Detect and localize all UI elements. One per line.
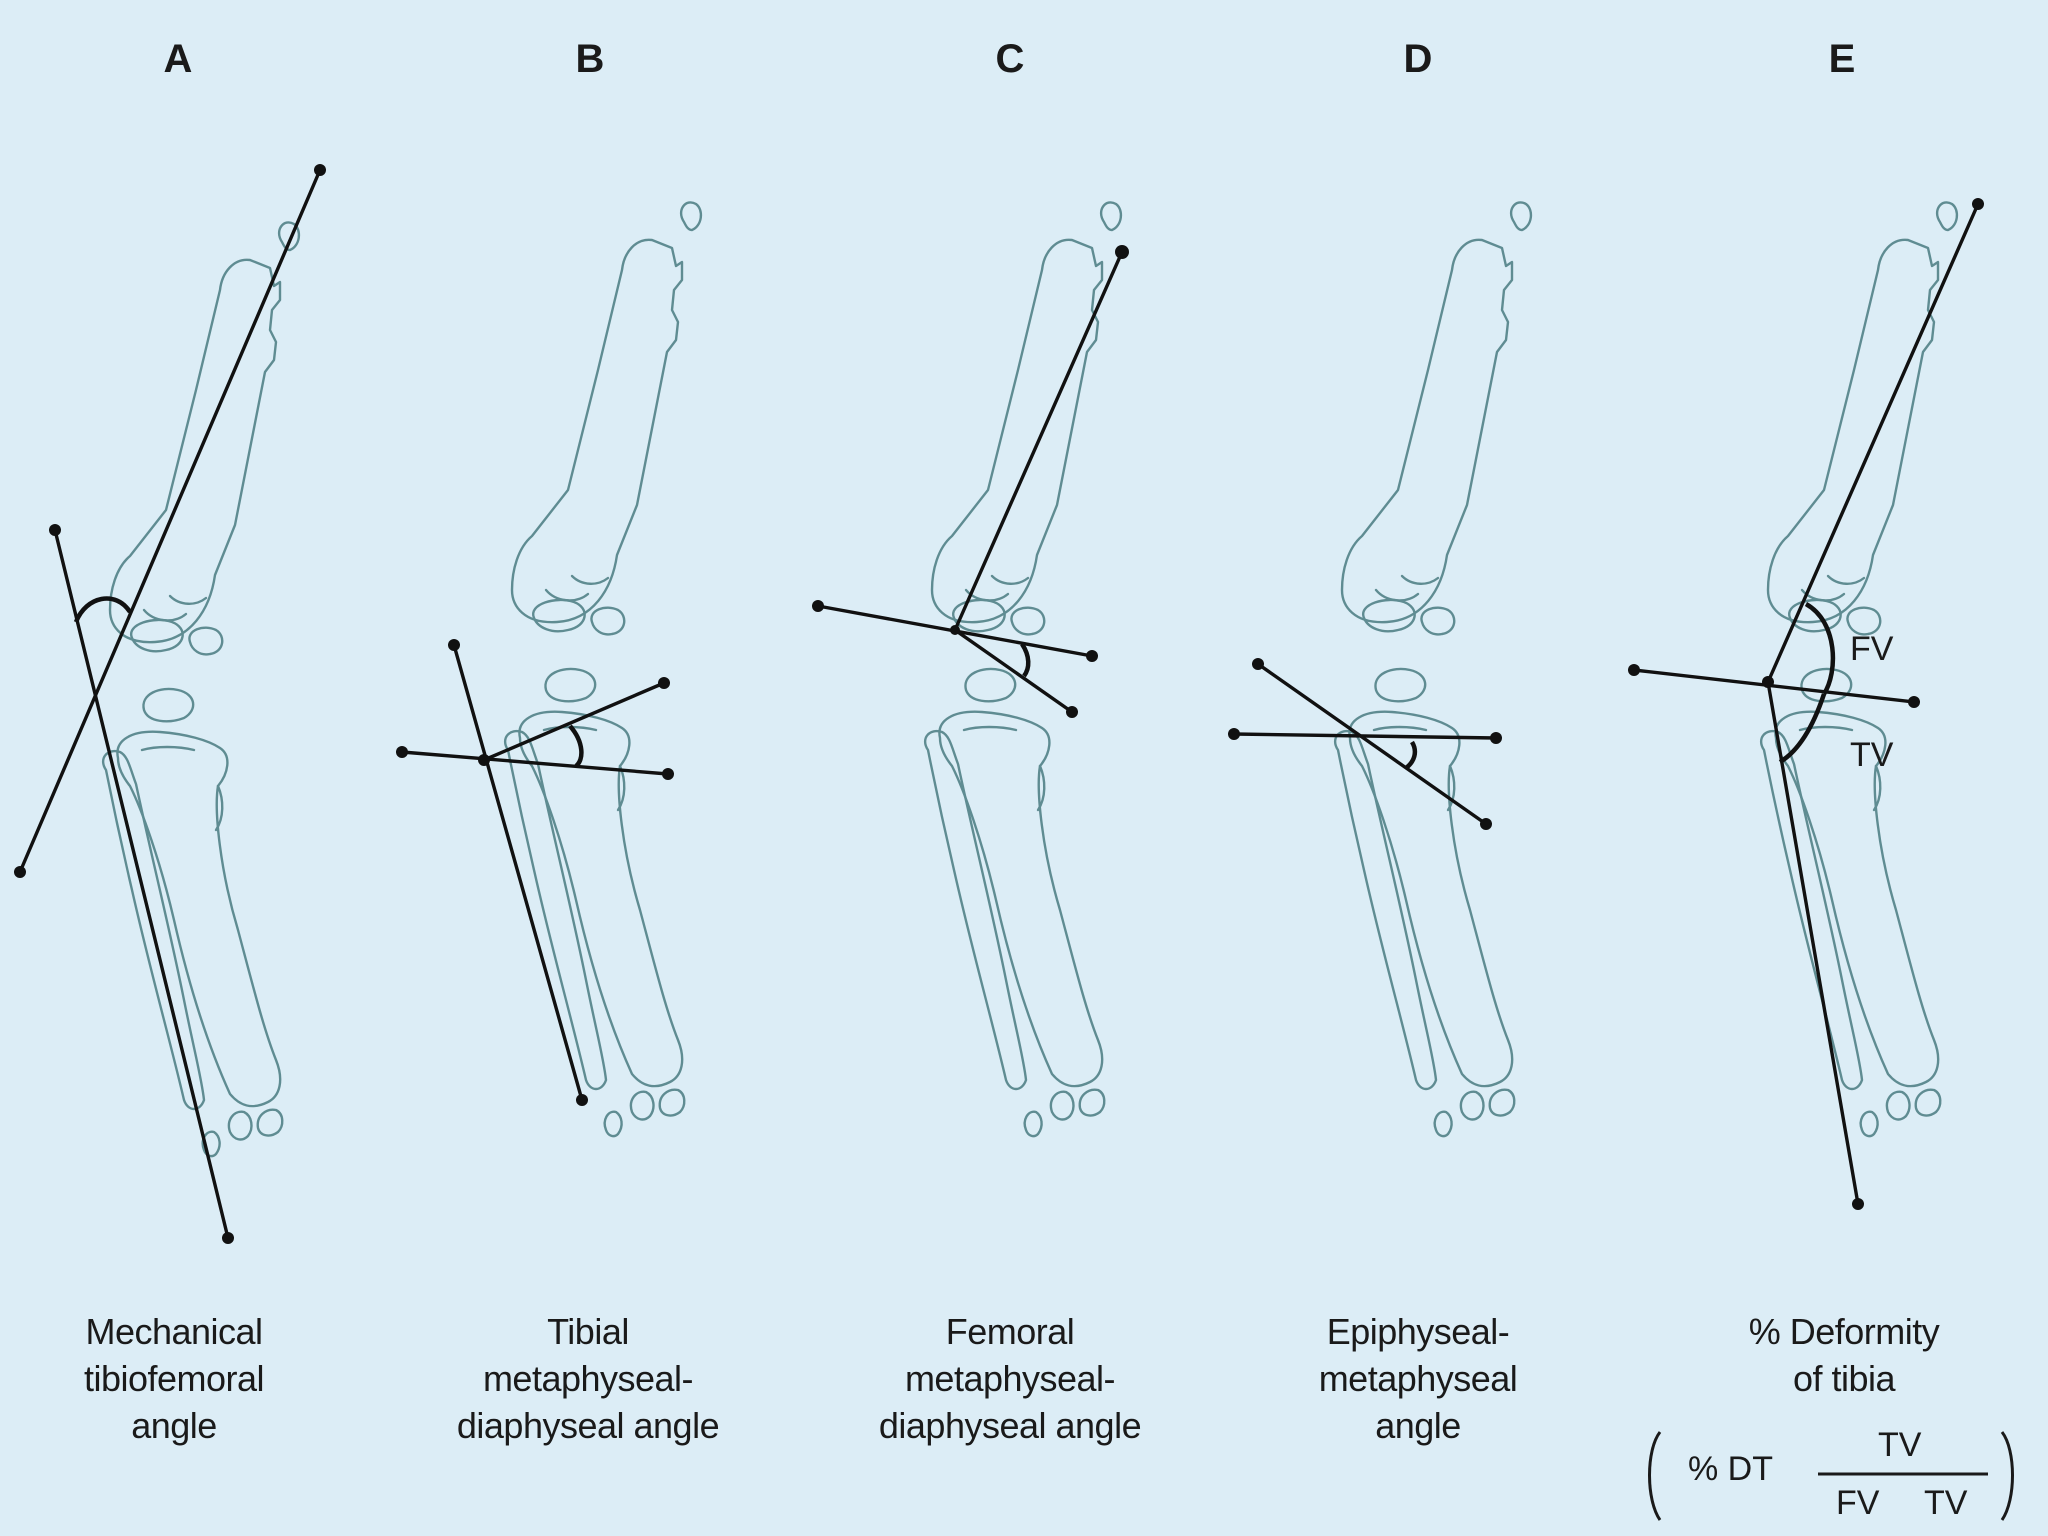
fv-arc <box>1804 602 1836 696</box>
tv-label: TV <box>1850 736 1894 774</box>
caption-e-line-1: % Deformity <box>1748 1311 1940 1352</box>
panel-letter-e: E <box>1829 37 1856 81</box>
caption-panel-d: Epiphyseal- metaphyseal angle <box>1258 1308 1578 1449</box>
caption-d-line-3: angle <box>1375 1405 1461 1446</box>
femoral-mechanical-axis <box>18 168 322 874</box>
caption-c-line-2: metaphyseal- <box>904 1358 1116 1399</box>
leg-bones-panel-b <box>503 201 703 1138</box>
formula-denominator-left: FV <box>1836 1484 1880 1522</box>
measurement-panel-d <box>1228 658 1502 830</box>
angle-arc-c <box>1020 642 1031 678</box>
caption-panel-c: Femoral metaphyseal- diaphyseal angle <box>850 1308 1170 1449</box>
angle-arc-b <box>568 724 584 768</box>
caption-panel-b: Tibial metaphyseal- diaphyseal angle <box>428 1308 748 1449</box>
caption-d-line-2: metaphyseal <box>1318 1358 1518 1399</box>
panel-letter-d: D <box>1404 37 1433 81</box>
caption-panel-a: Mechanical tibiofemoral angle <box>14 1308 334 1449</box>
caption-a-line-3: angle <box>131 1405 217 1446</box>
measurement-panel-b <box>396 639 674 1106</box>
caption-a-line-1: Mechanical <box>85 1311 263 1352</box>
caption-c-line-3: diaphyseal angle <box>878 1405 1142 1446</box>
fv-label: FV <box>1850 630 1894 668</box>
panel-letter-b: B <box>576 37 605 81</box>
panel-letter-a: A <box>164 37 193 81</box>
caption-a-line-2: tibiofemoral <box>83 1358 265 1399</box>
reference-line-c <box>953 628 1074 714</box>
panel-letter-c: C <box>996 37 1025 81</box>
leg-bones-panel-c <box>923 201 1123 1138</box>
caption-e-line-2: of tibia <box>1792 1358 1896 1399</box>
formula-denominator-right: TV <box>1924 1484 1968 1522</box>
metaphyseal-line-d <box>1232 732 1498 740</box>
tv-arc <box>1778 693 1827 764</box>
tibial-axis-e <box>1766 680 1860 1206</box>
leg-bones-panel-e <box>1759 201 1959 1138</box>
formula-lhs: % DT <box>1688 1450 1773 1488</box>
measurement-panel-c <box>812 245 1129 718</box>
angle-arc-d <box>1404 740 1418 770</box>
tibial-shaft-axis-b <box>452 643 584 1102</box>
formula-numerator: TV <box>1878 1426 1922 1464</box>
measurement-panel-e: FV TV <box>1628 198 1984 1210</box>
leg-bones-panel-a <box>101 221 301 1158</box>
formula-left-paren <box>1648 1431 1662 1521</box>
caption-panel-e: % Deformity of tibia <box>1684 1308 2004 1402</box>
caption-c-line-1: Femoral <box>945 1311 1075 1352</box>
femoral-shaft-axis-c <box>953 250 1124 632</box>
angle-arc-a <box>73 596 132 623</box>
tibial-mechanical-axis <box>53 528 230 1240</box>
caption-d-line-1: Epiphyseal- <box>1326 1311 1510 1352</box>
joint-line-e <box>1632 668 1916 704</box>
femoral-axis-e <box>1766 202 1980 684</box>
metaphyseal-line-b <box>400 750 670 776</box>
leg-bones-panel-d <box>1333 201 1533 1138</box>
formula-right-paren <box>2000 1431 2014 1521</box>
measurement-panel-a <box>14 164 326 1244</box>
caption-b-line-2: metaphyseal- <box>482 1358 694 1399</box>
caption-b-line-1: Tibial <box>547 1311 629 1352</box>
caption-b-line-3: diaphyseal angle <box>456 1405 720 1446</box>
epiphyseal-line-d <box>1256 662 1488 826</box>
reference-line-b <box>482 681 666 762</box>
